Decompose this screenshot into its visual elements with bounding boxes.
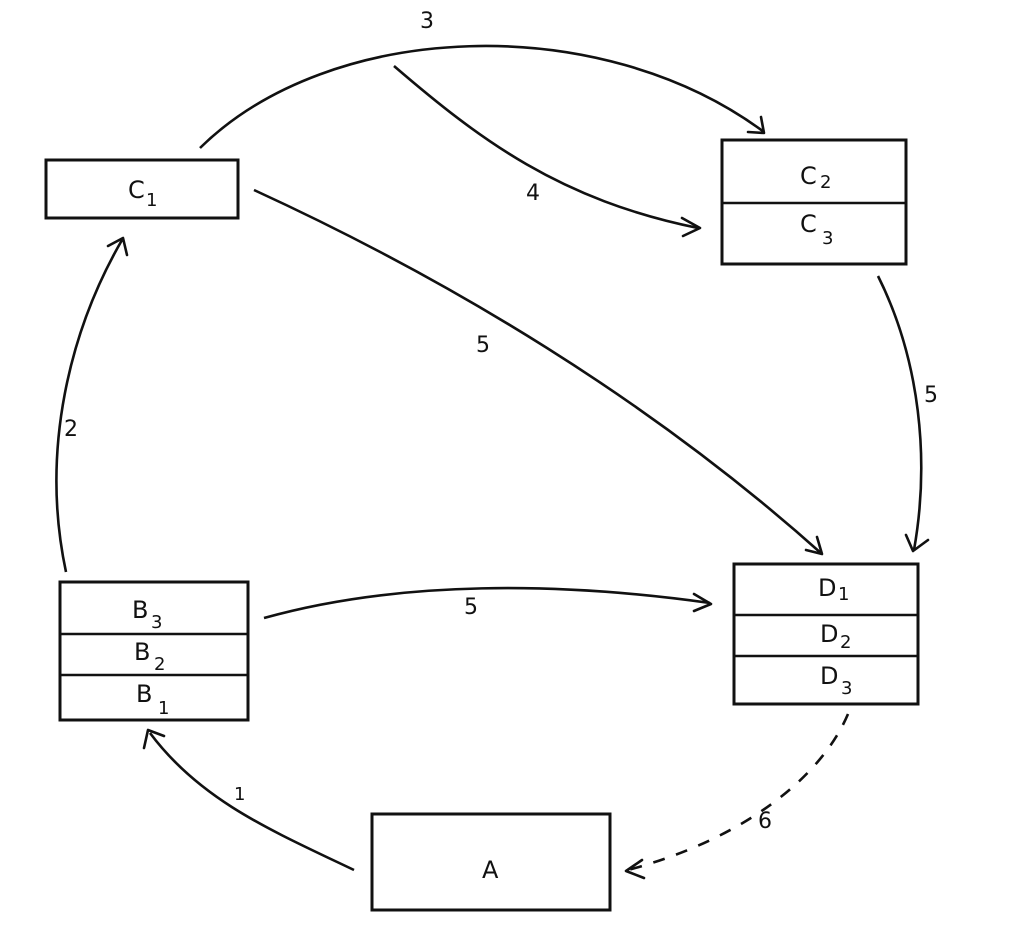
edge-1-label: 1: [234, 784, 245, 805]
edge-1: 1: [142, 728, 355, 872]
node-b2: B 2: [134, 638, 165, 675]
edge-5a: 5: [253, 188, 824, 556]
node-d1-subscript: 1: [838, 584, 849, 605]
node-c2: C 2: [800, 162, 831, 193]
node-d1: D 1: [818, 574, 849, 605]
edge-3: 3: [199, 9, 766, 149]
node-c2-label: C: [800, 162, 817, 190]
node-b1: B 1: [136, 680, 169, 719]
edge-5c: 5: [263, 586, 713, 620]
edge-6: 6: [624, 713, 850, 880]
node-c3-label: C: [800, 210, 817, 238]
node-b-stack: B 3 B 2 B 1: [58, 580, 250, 722]
node-a: A: [370, 812, 612, 912]
node-a-label: A: [482, 856, 499, 884]
node-c2-subscript: 2: [820, 172, 831, 193]
node-c2-c3-stack: C 2 C 3: [720, 138, 908, 266]
node-d-stack: D 1 D 2 D 3: [732, 562, 920, 706]
edge-3-label: 3: [420, 9, 434, 34]
edge-6-label: 6: [758, 809, 772, 834]
edge-2-label: 2: [64, 417, 78, 442]
node-b1-label: B: [136, 680, 152, 708]
node-b3: B 3: [132, 596, 162, 633]
node-c1-subscript: 1: [146, 190, 157, 211]
node-c1-label: C: [128, 176, 145, 204]
node-d2: D 2: [820, 620, 851, 653]
node-d2-subscript: 2: [840, 632, 851, 653]
edge-4: 4: [393, 65, 702, 238]
edge-5b-label: 5: [924, 383, 938, 408]
node-c3-subscript: 3: [822, 228, 833, 249]
node-d3-label: D: [820, 662, 838, 690]
node-c1: C 1: [44, 158, 240, 220]
edge-5a-label: 5: [476, 333, 490, 358]
node-b3-subscript: 3: [151, 612, 162, 633]
node-d1-label: D: [818, 574, 836, 602]
edge-5c-label: 5: [464, 595, 478, 620]
node-b3-label: B: [132, 596, 148, 624]
node-c3: C 3: [800, 210, 833, 249]
edge-5b: 5: [876, 275, 938, 553]
node-b2-subscript: 2: [154, 654, 165, 675]
node-b2-label: B: [134, 638, 150, 666]
node-d3: D 3: [820, 662, 852, 699]
node-d3-subscript: 3: [841, 678, 852, 699]
node-d2-label: D: [820, 620, 838, 648]
edge-4-label: 4: [526, 181, 540, 206]
edge-2: 2: [55, 236, 129, 573]
node-b1-subscript: 1: [158, 698, 169, 719]
